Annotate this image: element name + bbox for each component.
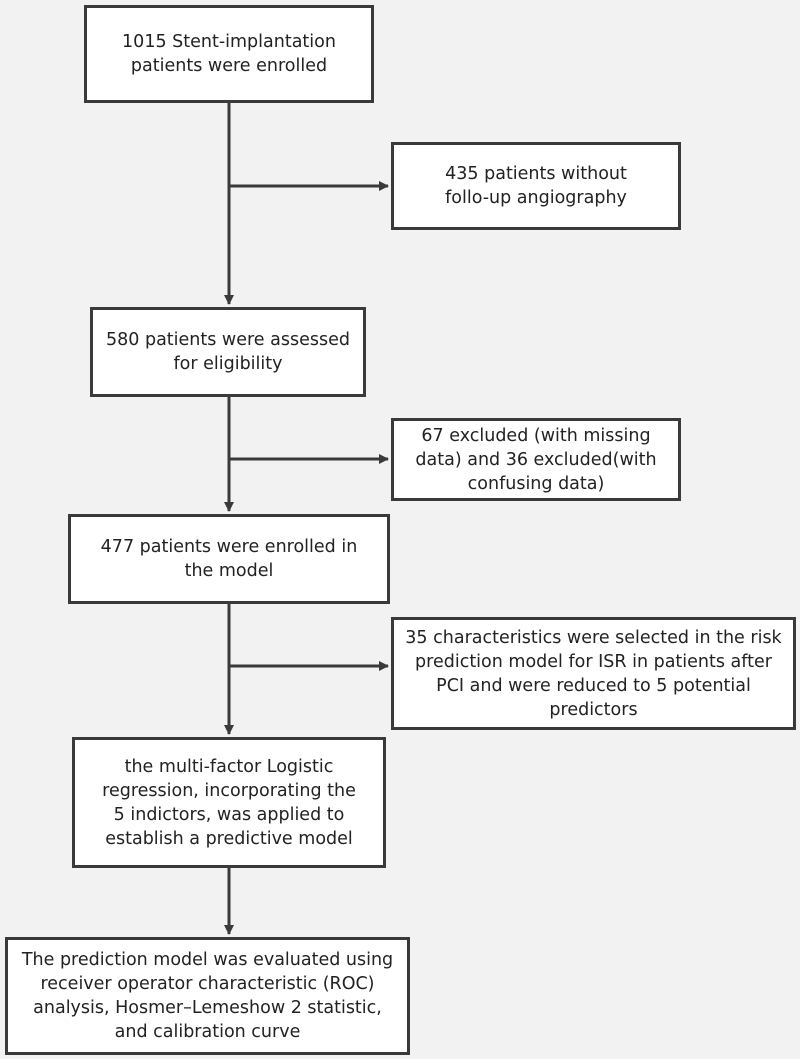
step-model-evaluation-box: The prediction model was evaluated using… xyxy=(5,937,410,1055)
step-model-enrollment-text: 477 patients were enrolled in the model xyxy=(100,537,358,581)
feature-selection-text: 35 characteristics were selected in the … xyxy=(405,627,782,720)
step-logistic-regression-box: the multi-factor Logistic regression, in… xyxy=(72,737,386,868)
step-model-enrollment-box: 477 patients were enrolled in the model xyxy=(68,514,390,604)
step-logistic-regression-text: the multi-factor Logistic regression, in… xyxy=(102,756,356,849)
step-enrolled-box: 1015 Stent-implantation patients were en… xyxy=(84,5,374,103)
step-eligibility-text: 580 patients were assessed for eligibili… xyxy=(106,330,350,374)
step-enrolled-text: 1015 Stent-implantation patients were en… xyxy=(122,32,336,76)
exclusion-no-angiography-box: 435 patients without follo-up angiograph… xyxy=(391,142,681,230)
step-eligibility-box: 580 patients were assessed for eligibili… xyxy=(90,307,366,397)
exclusion-missing-data-box: 67 excluded (with missing data) and 36 e… xyxy=(391,418,681,501)
exclusion-no-angiography-text: 435 patients without follo-up angiograph… xyxy=(445,164,627,208)
exclusion-missing-data-text: 67 excluded (with missing data) and 36 e… xyxy=(415,425,657,494)
feature-selection-box: 35 characteristics were selected in the … xyxy=(391,617,796,730)
step-model-evaluation-text: The prediction model was evaluated using… xyxy=(21,950,394,1042)
